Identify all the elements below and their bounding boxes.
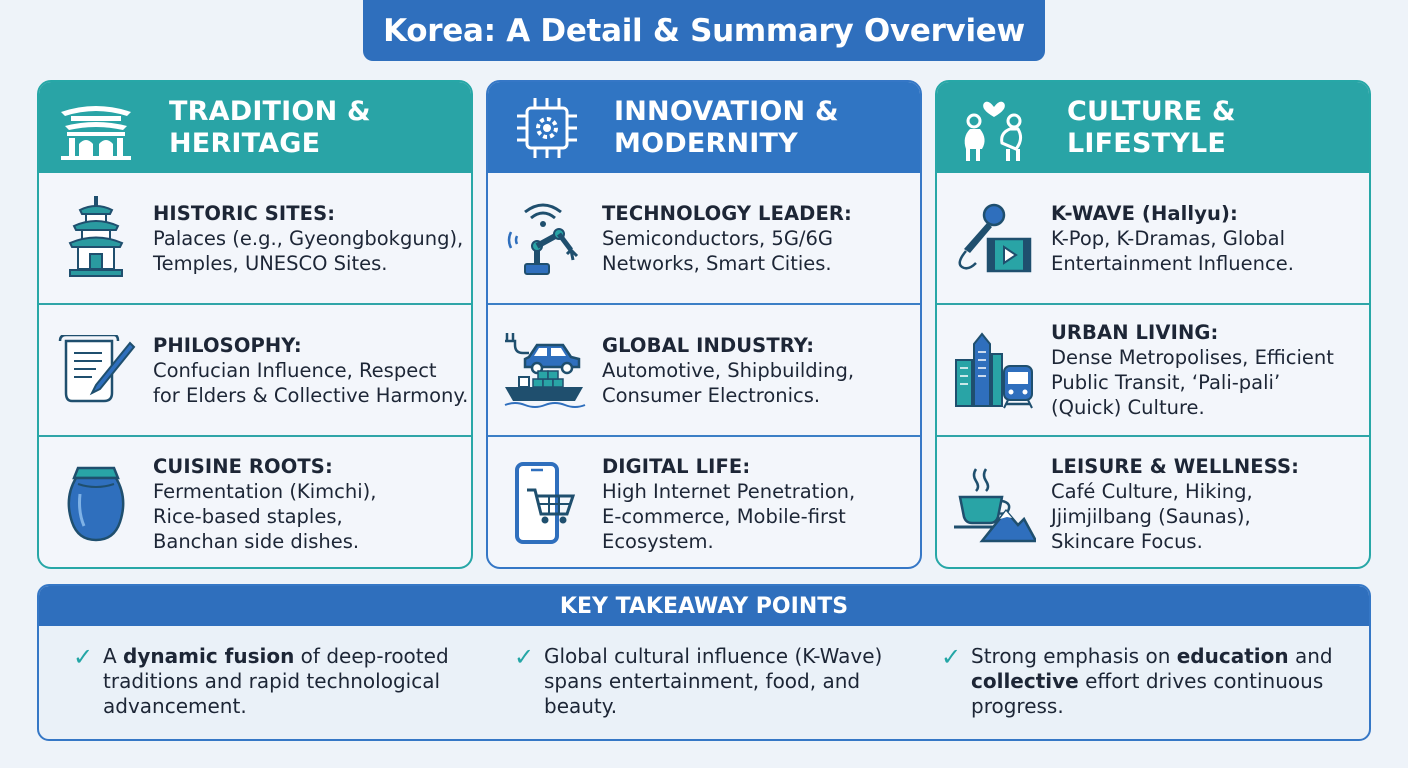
- item-heading: URBAN LIVING:: [1051, 321, 1219, 344]
- pagoda-icon: [39, 196, 153, 280]
- list-item: DIGITAL LIFE: High Internet Penetration,…: [488, 437, 920, 567]
- scroll-quill-icon: [39, 335, 153, 405]
- card-header: TRADITION & HERITAGE: [39, 82, 471, 173]
- palace-gate-icon: [49, 82, 143, 173]
- list-item: CUISINE ROOTS: Fermentation (Kimchi), Ri…: [39, 437, 471, 567]
- list-item: GLOBAL INDUSTRY: Automotive, Shipbuildin…: [488, 305, 920, 437]
- item-heading: LEISURE & WELLNESS:: [1051, 454, 1300, 478]
- culture-lifestyle-card: CULTURE & LIFESTYLE K-WAVE (Hallyu): K-P…: [935, 80, 1371, 569]
- phone-cart-icon: [488, 461, 602, 546]
- item-heading: CUISINE ROOTS:: [153, 454, 333, 478]
- item-heading: K-WAVE (Hallyu):: [1051, 201, 1238, 225]
- list-item: K-WAVE (Hallyu): K-Pop, K-Dramas, Global…: [937, 173, 1369, 305]
- coffee-mountain-icon: [937, 465, 1051, 543]
- checkmark-icon: ✓: [73, 643, 94, 671]
- bowing-people-icon: [947, 82, 1041, 173]
- list-item: HISTORIC SITES: Palaces (e.g., Gyeongbok…: [39, 173, 471, 305]
- city-train-icon: [937, 330, 1051, 410]
- takeaway-item: ✓ A dynamic fusion of deep-rooted tradit…: [73, 643, 449, 718]
- takeaways-heading: KEY TAKEAWAY POINTS: [39, 586, 1369, 626]
- item-heading: GLOBAL INDUSTRY:: [602, 333, 815, 357]
- checkmark-icon: ✓: [514, 643, 535, 671]
- item-heading: TECHNOLOGY LEADER:: [602, 201, 852, 225]
- tradition-heritage-card: TRADITION & HERITAGE HISTORIC SITES: Pal…: [37, 80, 473, 569]
- car-ship-icon: [488, 331, 602, 409]
- card-header: INNOVATION & MODERNITY: [488, 82, 920, 173]
- page-title: Korea: A Detail & Summary Overview: [363, 0, 1045, 61]
- onggi-jar-icon: [39, 464, 153, 544]
- card-title: CULTURE & LIFESTYLE: [1067, 95, 1236, 159]
- checkmark-icon: ✓: [941, 643, 962, 671]
- microphone-film-icon: [937, 201, 1051, 275]
- item-heading: PHILOSOPHY:: [153, 333, 302, 357]
- chip-gear-icon: [500, 82, 594, 173]
- item-heading: DIGITAL LIFE:: [602, 454, 751, 478]
- list-item: PHILOSOPHY: Confucian Influence, Respect…: [39, 305, 471, 437]
- card-title: TRADITION & HERITAGE: [169, 95, 371, 159]
- robot-arm-wifi-icon: [488, 198, 602, 278]
- item-heading: HISTORIC SITES:: [153, 201, 336, 225]
- list-item: URBAN LIVING: Dense Metropolises, Effici…: [937, 305, 1369, 437]
- takeaway-item: ✓ Global cultural influence (K-Wave) spa…: [514, 643, 883, 718]
- list-item: TECHNOLOGY LEADER: Semiconductors, 5G/6G…: [488, 173, 920, 305]
- key-takeaways-panel: KEY TAKEAWAY POINTS ✓ A dynamic fusion o…: [37, 584, 1371, 741]
- card-header: CULTURE & LIFESTYLE: [937, 82, 1369, 173]
- innovation-modernity-card: INNOVATION & MODERNITY TECHNOLOGY LEADER: [486, 80, 922, 569]
- takeaway-item: ✓ Strong emphasis on education and colle…: [941, 643, 1333, 718]
- list-item: LEISURE & WELLNESS: Café Culture, Hiking…: [937, 437, 1369, 567]
- card-title: INNOVATION & MODERNITY: [614, 95, 839, 159]
